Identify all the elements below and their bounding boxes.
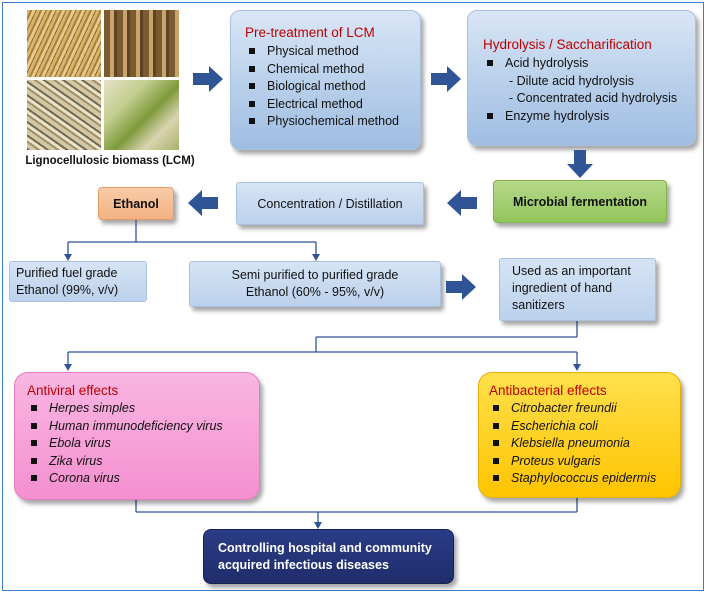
arrow-left-icon xyxy=(447,190,477,216)
list-item: Chemical method xyxy=(245,61,420,79)
sanitizer-line3: sanitizers xyxy=(512,298,565,312)
fiber-photo xyxy=(27,80,101,150)
biomass-photo-collage xyxy=(27,10,179,150)
outcome-box: Controlling hospital and community acqui… xyxy=(203,529,454,584)
list-item: Proteus vulgaris xyxy=(489,453,680,471)
arrow-right-icon xyxy=(193,66,223,92)
outcome-line1: Controlling hospital and community xyxy=(218,541,432,555)
antiviral-box: Antiviral effects Herpes simples Human i… xyxy=(14,372,260,500)
list-item: Escherichia coli xyxy=(489,418,680,436)
semi-purified-line1: Semi purified to purified grade xyxy=(231,268,399,282)
distillation-label: Concentration / Distillation xyxy=(257,196,403,211)
list-item: Physiochemical method xyxy=(245,113,420,131)
sugarcane-photo xyxy=(104,80,179,150)
sanitizer-line1: Used as an important xyxy=(512,264,631,278)
semi-purified-line2: Ethanol (60% - 95%, v/v) xyxy=(245,285,385,299)
pretreatment-list: Physical method Chemical method Biologic… xyxy=(245,43,420,131)
hydrolysis-list: Acid hydrolysis xyxy=(483,55,695,73)
list-item: Corona virus xyxy=(27,470,259,488)
list-item: Klebsiella pneumonia xyxy=(489,435,680,453)
fuel-grade-line2: Ethanol (99%, v/v) xyxy=(16,283,119,297)
acid-sub-list: - Dilute acid hydrolysis - Concentrated … xyxy=(483,73,695,108)
arrow-right-icon xyxy=(446,274,476,300)
list-item: Zika virus xyxy=(27,453,259,471)
list-item: Electrical method xyxy=(245,96,420,114)
fermentation-box: Microbial fermentation xyxy=(493,180,667,223)
hydrolysis-list-2: Enzyme hydrolysis xyxy=(483,108,695,126)
arrow-down-icon xyxy=(567,150,593,178)
antibacterial-title: Antibacterial effects xyxy=(489,383,607,398)
list-item: Herpes simples xyxy=(27,400,259,418)
semi-purified-box: Semi purified to purified grade Ethanol … xyxy=(189,261,441,307)
straw-photo xyxy=(27,10,101,77)
list-item: Physical method xyxy=(245,43,420,61)
antibacterial-list: Citrobacter freundii Escherichia coli Kl… xyxy=(489,400,680,488)
ethanol-label: Ethanol xyxy=(113,196,159,211)
list-item: Staphylococcus epidermis xyxy=(489,470,680,488)
antiviral-title: Antiviral effects xyxy=(27,383,119,398)
list-item: Citrobacter freundii xyxy=(489,400,680,418)
distillation-box: Concentration / Distillation xyxy=(236,182,424,225)
hydrolysis-box: Hydrolysis / Saccharification Acid hydro… xyxy=(467,10,696,146)
sanitizer-box: Used as an important ingredient of hand … xyxy=(499,258,656,321)
list-item: - Concentrated acid hydrolysis xyxy=(509,91,678,105)
outcome-line2: acquired infectious diseases xyxy=(218,558,389,572)
fuel-grade-box: Purified fuel grade Ethanol (99%, v/v) xyxy=(9,261,147,302)
list-item: Human immunodeficiency virus xyxy=(27,418,259,436)
arrow-left-icon xyxy=(188,190,218,216)
pretreatment-title: Pre-treatment of LCM xyxy=(245,25,375,40)
list-item: Enzyme hydrolysis xyxy=(483,108,695,126)
arrow-right-icon xyxy=(431,66,461,92)
antiviral-list: Herpes simples Human immunodeficiency vi… xyxy=(27,400,259,488)
corncob-photo xyxy=(104,10,179,77)
sanitizer-line2: ingredient of hand xyxy=(512,281,613,295)
fuel-grade-line1: Purified fuel grade xyxy=(16,266,118,280)
list-item: Acid hydrolysis xyxy=(483,55,695,73)
fermentation-label: Microbial fermentation xyxy=(512,194,648,209)
list-item: Ebola virus xyxy=(27,435,259,453)
list-item: - Dilute acid hydrolysis xyxy=(509,73,635,88)
list-item: Biological method xyxy=(245,78,420,96)
pretreatment-box: Pre-treatment of LCM Physical method Che… xyxy=(230,10,421,150)
antibacterial-box: Antibacterial effects Citrobacter freund… xyxy=(478,372,681,498)
ethanol-box: Ethanol xyxy=(98,187,174,220)
hydrolysis-title: Hydrolysis / Saccharification xyxy=(483,37,652,52)
biomass-caption: Lignocellulosic biomass (LCM) xyxy=(25,155,195,167)
